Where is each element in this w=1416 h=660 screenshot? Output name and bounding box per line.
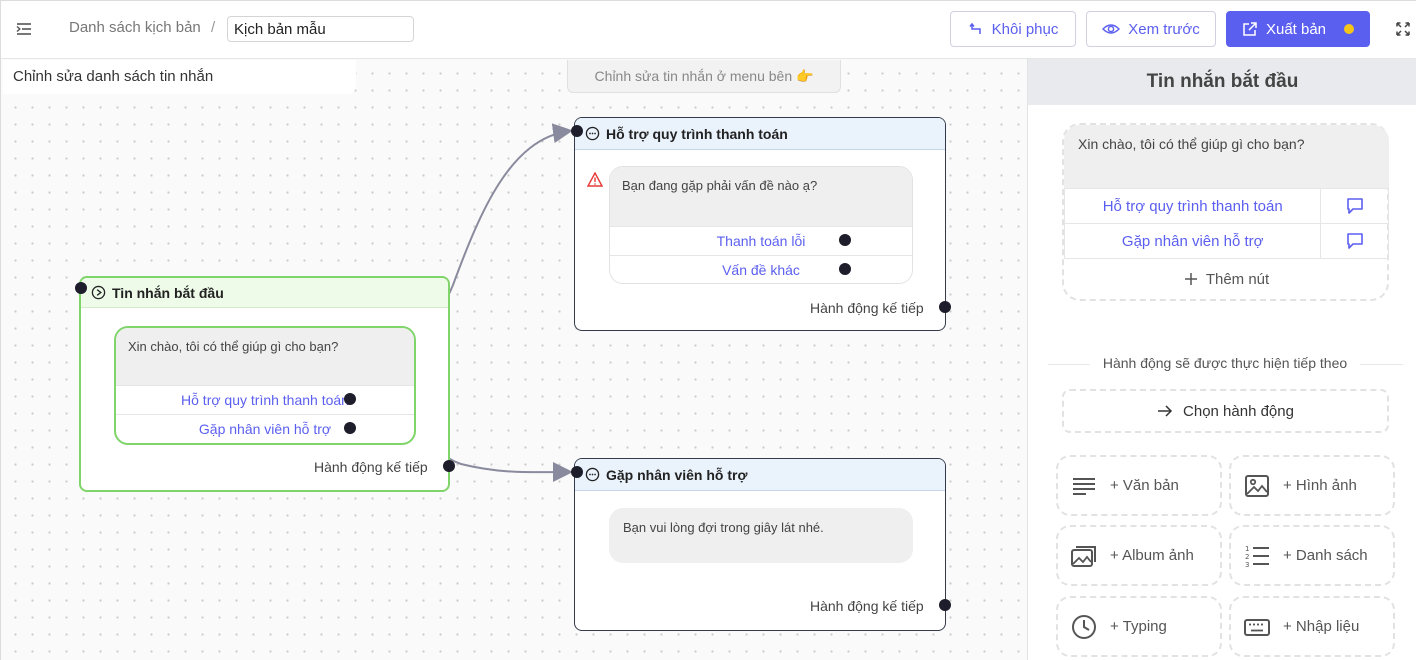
add-album-label: + Album ảnh bbox=[1110, 547, 1194, 564]
play-circle-icon bbox=[91, 285, 106, 300]
port-payment-input[interactable] bbox=[571, 125, 583, 137]
start-button-payment-label: Hỗ trợ quy trình thanh toán bbox=[181, 392, 349, 408]
numbered-list-icon: 1 2 3 bbox=[1245, 545, 1269, 569]
payment-node-title: Hỗ trợ quy trình thanh toán bbox=[606, 125, 788, 142]
start-node-title: Tin nhắn bắt đầu bbox=[112, 284, 224, 301]
start-button-agent-label: Gặp nhân viên hỗ trợ bbox=[198, 421, 332, 437]
start-next-action-label: Hành động kế tiếp bbox=[314, 459, 428, 475]
message-square-icon bbox=[1346, 233, 1363, 249]
panel-button-payment-label[interactable]: Hỗ trợ quy trình thanh toán bbox=[1102, 197, 1283, 215]
add-typing-tile[interactable]: + Typing bbox=[1056, 596, 1222, 657]
add-button-label: Thêm nút bbox=[1205, 270, 1270, 288]
photo-album-icon bbox=[1071, 545, 1096, 567]
start-node-header: Tin nhắn bắt đầu bbox=[81, 278, 448, 308]
restore-button[interactable]: Khôi phục bbox=[950, 11, 1076, 47]
eye-icon bbox=[1102, 24, 1121, 34]
port-start-next-action[interactable] bbox=[443, 460, 455, 472]
panel-button-row-payment: Hỗ trợ quy trình thanh toán bbox=[1064, 188, 1389, 224]
choose-action-label: Chọn hành động bbox=[1183, 402, 1294, 420]
add-list-tile[interactable]: 1 2 3 + Danh sách bbox=[1229, 525, 1395, 586]
keyboard-icon bbox=[1244, 618, 1270, 636]
fullscreen-icon[interactable] bbox=[1395, 21, 1411, 37]
add-album-tile[interactable]: + Album ảnh bbox=[1056, 525, 1222, 586]
port-payment-next-action[interactable] bbox=[939, 301, 951, 313]
text-lines-icon bbox=[1073, 477, 1095, 495]
preview-button[interactable]: Xem trước bbox=[1086, 11, 1216, 47]
panel-title: Tin nhắn bắt đầu bbox=[1028, 59, 1416, 105]
canvas-hint: Chỉnh sửa tin nhắn ở menu bên 👉 bbox=[567, 60, 841, 93]
start-button-payment[interactable]: Hỗ trợ quy trình thanh toán bbox=[116, 385, 414, 414]
image-icon bbox=[1245, 474, 1269, 497]
port-button-payment[interactable] bbox=[344, 393, 356, 405]
start-message-text: Xin chào, tôi có thể giúp gì cho bạn? bbox=[116, 328, 414, 385]
payment-message-card[interactable]: Bạn đang gặp phải vấn đề nào ạ? Thanh to… bbox=[609, 166, 913, 284]
top-bar: Danh sách kịch bản / Khôi phục Xem trước… bbox=[1, 1, 1416, 59]
svg-text:3: 3 bbox=[1245, 561, 1249, 569]
add-button-button[interactable]: Thêm nút bbox=[1064, 259, 1389, 299]
agent-node-header: Gặp nhân viên hỗ trợ bbox=[575, 459, 945, 491]
start-button-agent[interactable]: Gặp nhân viên hỗ trợ bbox=[116, 414, 414, 443]
choose-action-button[interactable]: Chọn hành động bbox=[1062, 389, 1389, 433]
agent-support-node[interactable]: Gặp nhân viên hỗ trợ Bạn vui lòng đợi tr… bbox=[574, 458, 946, 631]
publish-button[interactable]: Xuất bản bbox=[1226, 11, 1370, 47]
panel-button-agent-label[interactable]: Gặp nhân viên hỗ trợ bbox=[1121, 232, 1264, 250]
svg-text:1: 1 bbox=[1245, 545, 1249, 553]
panel-message-text[interactable]: Xin chào, tôi có thể giúp gì cho bạn? bbox=[1064, 125, 1389, 188]
chat-bubble-icon bbox=[585, 126, 600, 141]
port-start-input[interactable] bbox=[75, 282, 87, 294]
message-square-icon bbox=[1346, 198, 1363, 214]
warning-icon bbox=[587, 172, 603, 187]
port-agent-input[interactable] bbox=[571, 466, 583, 478]
payment-button-error-label: Thanh toán lỗi bbox=[716, 233, 806, 249]
panel-button-row-agent: Gặp nhân viên hỗ trợ bbox=[1064, 223, 1389, 259]
agent-message-text[interactable]: Bạn vui lòng đợi trong giây lát nhé. bbox=[609, 508, 913, 563]
add-input-label: + Nhập liệu bbox=[1283, 618, 1360, 635]
port-button-agent[interactable] bbox=[344, 422, 356, 434]
message-editor-panel: Tin nhắn bắt đầu Xin chào, tôi có thể gi… bbox=[1027, 59, 1416, 660]
flow-canvas[interactable]: Chỉnh sửa danh sách tin nhắn Chỉnh sửa t… bbox=[1, 59, 1027, 660]
payment-support-node[interactable]: Hỗ trợ quy trình thanh toán Bạn đang gặp… bbox=[574, 117, 946, 331]
next-action-heading: Hành động sẽ được thực hiện tiếp theo bbox=[1090, 355, 1360, 371]
port-payment-other[interactable] bbox=[839, 263, 851, 275]
payment-next-action-label: Hành động kế tiếp bbox=[810, 300, 924, 316]
start-message-card[interactable]: Xin chào, tôi có thể giúp gì cho bạn? Hỗ… bbox=[114, 326, 416, 445]
add-typing-label: + Typing bbox=[1110, 618, 1167, 635]
start-message-node[interactable]: Tin nhắn bắt đầu Xin chào, tôi có thể gi… bbox=[79, 276, 450, 492]
payment-node-header: Hỗ trợ quy trình thanh toán bbox=[575, 118, 945, 150]
svg-text:2: 2 bbox=[1245, 553, 1249, 561]
add-text-tile[interactable]: + Văn bản bbox=[1056, 455, 1222, 516]
menu-collapse-icon[interactable] bbox=[15, 20, 33, 38]
preview-label: Xem trước bbox=[1128, 20, 1200, 38]
undo-icon bbox=[969, 22, 981, 34]
scenario-name-input[interactable] bbox=[227, 16, 414, 42]
breadcrumb-separator: / bbox=[211, 19, 216, 36]
payment-message-text: Bạn đang gặp phải vấn đề nào ạ? bbox=[610, 167, 912, 226]
external-link-icon bbox=[1243, 22, 1257, 36]
port-agent-next-action[interactable] bbox=[939, 599, 951, 611]
clock-icon bbox=[1072, 614, 1096, 639]
port-payment-error[interactable] bbox=[839, 234, 851, 246]
add-image-label: + Hình ảnh bbox=[1283, 477, 1357, 494]
plus-icon bbox=[1184, 273, 1197, 285]
payment-button-other-label: Vấn đề khác bbox=[722, 262, 800, 278]
arrow-right-icon bbox=[1158, 405, 1173, 417]
edit-message-list-title: Chỉnh sửa danh sách tin nhắn bbox=[3, 60, 356, 94]
unpublished-status-dot bbox=[1344, 24, 1355, 34]
add-image-tile[interactable]: + Hình ảnh bbox=[1229, 455, 1395, 516]
panel-button-payment-action[interactable] bbox=[1320, 188, 1388, 224]
add-list-label: + Danh sách bbox=[1283, 547, 1368, 564]
publish-label: Xuất bản bbox=[1265, 20, 1327, 38]
payment-button-other[interactable]: Vấn đề khác bbox=[610, 255, 912, 283]
breadcrumb-scenario-list[interactable]: Danh sách kịch bản bbox=[69, 19, 201, 36]
add-text-label: + Văn bản bbox=[1110, 477, 1179, 494]
agent-next-action-label: Hành động kế tiếp bbox=[810, 598, 924, 614]
agent-node-title: Gặp nhân viên hỗ trợ bbox=[606, 466, 748, 483]
restore-label: Khôi phục bbox=[991, 20, 1059, 38]
panel-button-agent-action[interactable] bbox=[1320, 223, 1388, 259]
add-input-tile[interactable]: + Nhập liệu bbox=[1229, 596, 1395, 657]
payment-button-error[interactable]: Thanh toán lỗi bbox=[610, 226, 912, 255]
chat-bubble-icon bbox=[585, 467, 600, 482]
panel-message-card: Xin chào, tôi có thể giúp gì cho bạn? Hỗ… bbox=[1062, 123, 1389, 301]
